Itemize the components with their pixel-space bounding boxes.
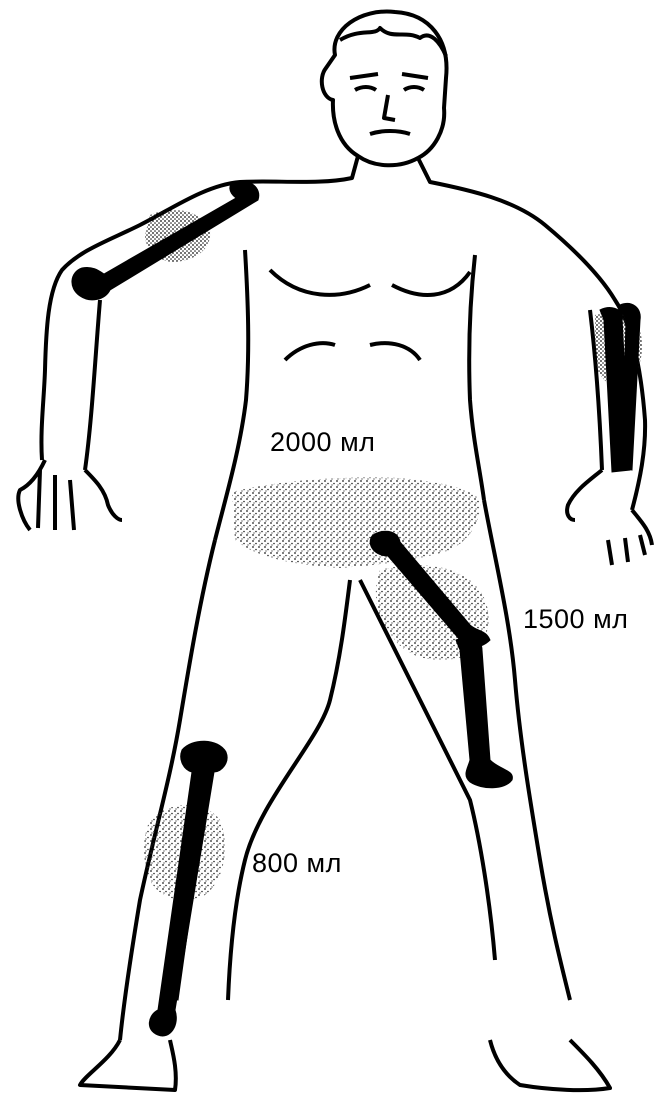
humerus-bone [72, 181, 259, 300]
femur-blood-loss-label: 1500 мл [523, 604, 628, 635]
tibia-blood-loss-label: 800 мл [252, 848, 342, 879]
pelvis-hematoma [232, 478, 480, 568]
pelvis-blood-loss-label: 2000 мл [270, 427, 375, 458]
femur-bone-lower [456, 638, 512, 788]
head [322, 12, 447, 166]
right-arm [18, 300, 122, 530]
